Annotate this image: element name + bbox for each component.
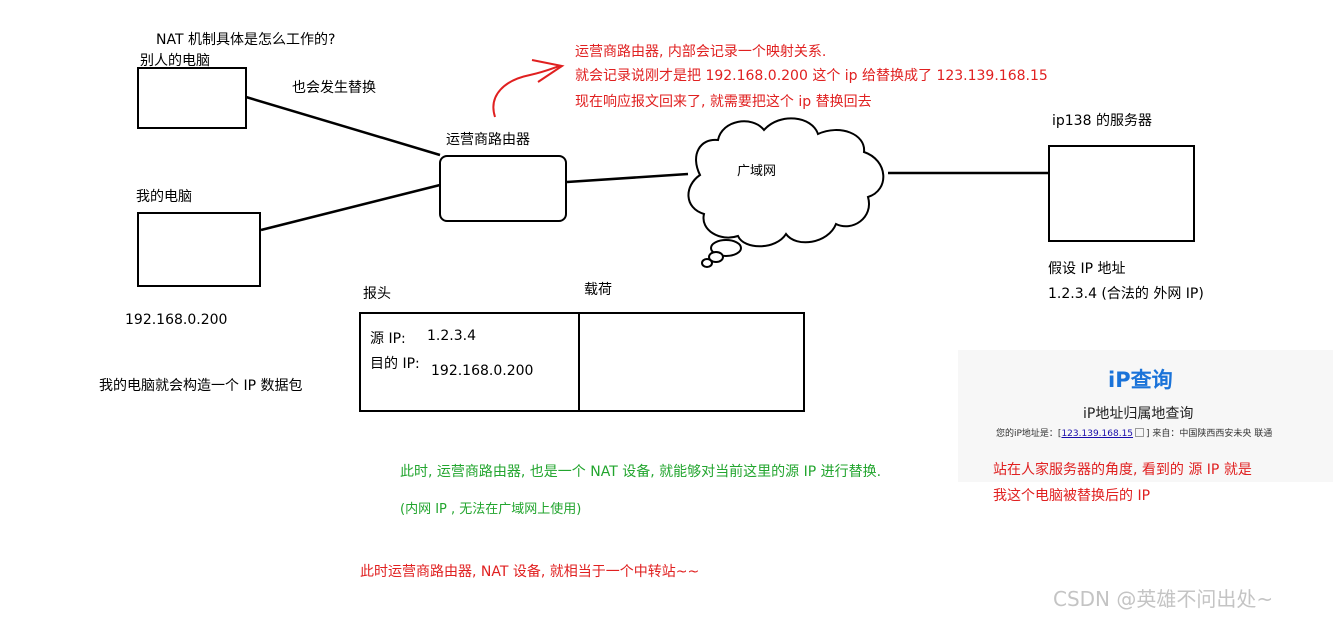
other-pc-box — [137, 67, 247, 129]
server-view-line-2: 我这个电脑被替换后的 IP — [993, 488, 1151, 504]
ip-query-suffix: ] 来自：中国陕西西安未央 联通 — [1146, 429, 1273, 439]
assume-ip-label: 假设 IP 地址 — [1048, 261, 1126, 277]
server-ip-label: 1.2.3.4 (合法的 外网 IP) — [1048, 286, 1204, 302]
question-title: NAT 机制具体是怎么工作的? — [156, 32, 336, 48]
csdn-watermark: CSDN @英雄不问出处~ — [1053, 587, 1274, 611]
src-ip-value: 1.2.3.4 — [427, 328, 476, 344]
dst-ip-label: 目的 IP: — [370, 356, 420, 372]
router-note-line-3: 现在响应报文回来了, 就需要把这个 ip 替换回去 — [575, 94, 872, 110]
server-label: ip138 的服务器 — [1052, 113, 1152, 129]
relay-note: 此时运营商路由器, NAT 设备, 就相当于一个中转站~~ — [360, 564, 700, 580]
packet-box — [359, 312, 805, 412]
my-pc-label: 我的电脑 — [136, 189, 192, 205]
red-curved-arrow — [492, 65, 561, 118]
server-view-line-1: 站在人家服务器的角度, 看到的 源 IP 就是 — [993, 462, 1252, 478]
packet-header-label: 报头 — [363, 286, 391, 302]
ip-query-logo: iP查询 — [1108, 368, 1173, 392]
router-box — [439, 155, 567, 222]
build-packet-label: 我的电脑就会构造一个 IP 数据包 — [99, 378, 303, 394]
router-note-line-1: 运营商路由器, 内部会记录一个映射关系. — [575, 44, 827, 60]
my-pc-box — [137, 212, 261, 287]
ip-query-link[interactable]: 123.139.168.15 — [1061, 429, 1134, 439]
also-replace-label: 也会发生替换 — [292, 80, 376, 96]
ip-query-prefix: 您的iP地址是：[ — [996, 429, 1062, 439]
cloud-bubble-medium — [708, 251, 724, 263]
broken-image-icon — [1135, 428, 1145, 437]
server-box — [1048, 145, 1195, 242]
ip-query-result-line: 您的iP地址是：[123.139.168.15 ] 来自：中国陕西西安未央 联通 — [996, 426, 1272, 439]
wan-label: 广域网 — [737, 164, 777, 179]
private-ip-note: (内网 IP , 无法在广域网上使用) — [400, 502, 582, 517]
red-arrow-head — [531, 59, 565, 83]
cloud-bubble-small — [701, 258, 713, 268]
my-ip-label: 192.168.0.200 — [125, 312, 228, 328]
other-pc-label: 别人的电脑 — [140, 53, 210, 69]
line-other-pc-to-router — [245, 95, 441, 157]
line-router-to-wan — [566, 172, 689, 184]
wan-cloud — [687, 117, 885, 248]
nat-note: 此时, 运营商路由器, 也是一个 NAT 设备, 就能够对当前这里的源 IP 进… — [400, 464, 882, 480]
packet-payload-label: 载荷 — [584, 282, 612, 298]
router-label: 运营商路由器 — [446, 132, 530, 148]
src-ip-label: 源 IP: — [370, 331, 406, 347]
dst-ip-value: 192.168.0.200 — [431, 363, 534, 379]
ip-query-card: iP查询 iP地址归属地查询 您的iP地址是：[123.139.168.15 ] … — [958, 350, 1333, 482]
router-note-line-2: 就会记录说刚才是把 192.168.0.200 这个 ip 给替换成了 123.… — [575, 68, 1048, 84]
ip-query-subtitle: iP地址归属地查询 — [1083, 406, 1194, 422]
packet-divider — [578, 313, 580, 412]
line-my-pc-to-router — [260, 183, 441, 232]
